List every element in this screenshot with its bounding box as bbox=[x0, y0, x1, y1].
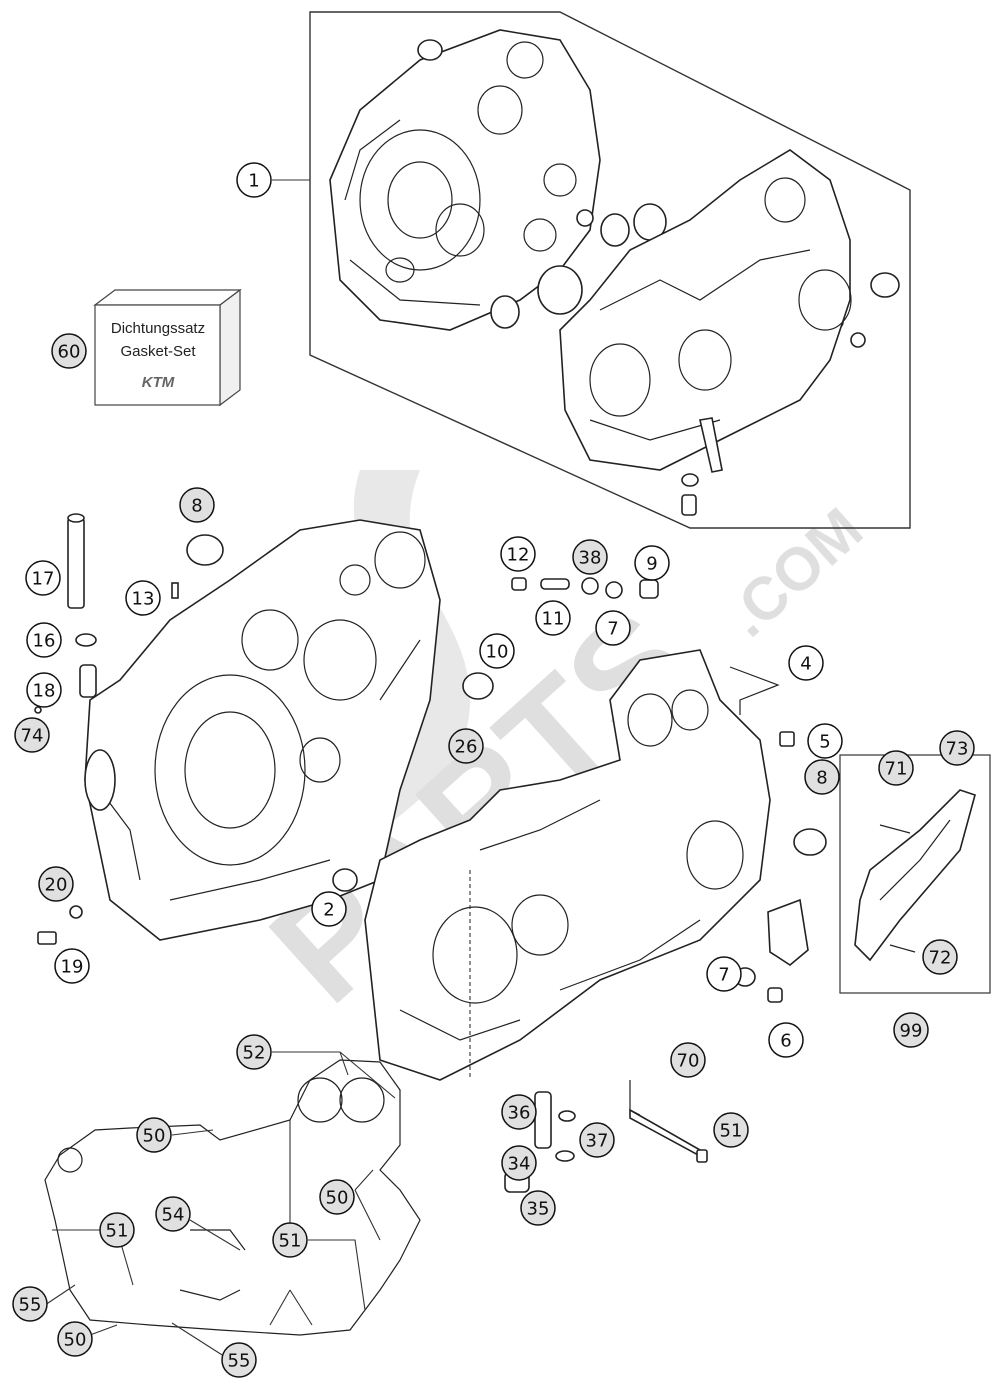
svg-text:19: 19 bbox=[61, 957, 84, 978]
crankcase-set-frame bbox=[309, 11, 911, 529]
callout-7-top: 7 bbox=[595, 610, 631, 646]
callout-73: 73 bbox=[939, 730, 975, 766]
svg-text:55: 55 bbox=[228, 1351, 251, 1372]
callout-55-left: 55 bbox=[12, 1286, 48, 1322]
svg-text:34: 34 bbox=[508, 1154, 531, 1175]
svg-text:74: 74 bbox=[21, 726, 44, 747]
svg-text:7: 7 bbox=[607, 619, 618, 640]
svg-text:70: 70 bbox=[677, 1051, 700, 1072]
callout-8-top: 8 bbox=[179, 487, 215, 523]
callout-34: 34 bbox=[501, 1145, 537, 1181]
callout-38: 38 bbox=[572, 539, 608, 575]
callout-70: 70 bbox=[670, 1042, 706, 1078]
svg-text:60: 60 bbox=[58, 342, 81, 363]
callout-52: 52 bbox=[236, 1034, 272, 1070]
gasket-set-box: Dichtungssatz Gasket-Set KTM bbox=[93, 288, 242, 407]
callout-2: 2 bbox=[311, 891, 347, 927]
watermark-suffix: .COM bbox=[714, 495, 875, 650]
callout-50-mid: 50 bbox=[319, 1179, 355, 1215]
callout-17: 17 bbox=[25, 560, 61, 596]
callout-50-top: 50 bbox=[136, 1117, 172, 1153]
svg-text:71: 71 bbox=[885, 759, 908, 780]
svg-text:37: 37 bbox=[586, 1131, 609, 1152]
svg-text:50: 50 bbox=[64, 1330, 87, 1351]
svg-text:35: 35 bbox=[527, 1199, 550, 1220]
callout-36: 36 bbox=[501, 1094, 537, 1130]
svg-text:6: 6 bbox=[780, 1031, 791, 1052]
svg-text:11: 11 bbox=[542, 609, 565, 630]
svg-text:55: 55 bbox=[19, 1295, 42, 1316]
svg-text:9: 9 bbox=[646, 554, 657, 575]
callout-11: 11 bbox=[535, 600, 571, 636]
callout-16: 16 bbox=[26, 622, 62, 658]
svg-text:26: 26 bbox=[455, 737, 478, 758]
svg-text:54: 54 bbox=[162, 1205, 185, 1226]
svg-text:5: 5 bbox=[819, 732, 830, 753]
svg-text:38: 38 bbox=[579, 548, 602, 569]
callout-51-center: 51 bbox=[272, 1222, 308, 1258]
svg-text:4: 4 bbox=[800, 654, 811, 675]
svg-text:52: 52 bbox=[243, 1043, 266, 1064]
crankcase-left bbox=[84, 519, 441, 941]
chain-guide-frame bbox=[839, 754, 991, 994]
callout-1: 1 bbox=[236, 162, 272, 198]
svg-text:51: 51 bbox=[279, 1231, 302, 1252]
svg-text:16: 16 bbox=[33, 631, 56, 652]
callout-99: 99 bbox=[893, 1012, 929, 1048]
svg-text:7: 7 bbox=[718, 965, 729, 986]
svg-text:50: 50 bbox=[143, 1126, 166, 1147]
svg-text:2: 2 bbox=[323, 900, 334, 921]
callout-12: 12 bbox=[500, 536, 536, 572]
callout-5: 5 bbox=[807, 723, 843, 759]
callout-7-bottom: 7 bbox=[706, 956, 742, 992]
svg-text:8: 8 bbox=[191, 496, 202, 517]
svg-text:50: 50 bbox=[326, 1188, 349, 1209]
callout-18: 18 bbox=[26, 672, 62, 708]
callout-71: 71 bbox=[878, 750, 914, 786]
callout-72: 72 bbox=[922, 939, 958, 975]
callout-35: 35 bbox=[520, 1190, 556, 1226]
svg-text:1: 1 bbox=[248, 171, 259, 192]
chain-guide bbox=[854, 789, 976, 962]
callout-60: 60 bbox=[51, 333, 87, 369]
callout-55-bottom: 55 bbox=[221, 1342, 257, 1378]
svg-text:51: 51 bbox=[106, 1221, 129, 1242]
svg-text:17: 17 bbox=[32, 569, 55, 590]
callout-19: 19 bbox=[54, 948, 90, 984]
callout-20: 20 bbox=[38, 866, 74, 902]
callout-74: 74 bbox=[14, 717, 50, 753]
ktm-logo: KTM bbox=[142, 374, 175, 391]
callout-50-bottom: 50 bbox=[57, 1321, 93, 1357]
callout-6: 6 bbox=[768, 1022, 804, 1058]
svg-text:10: 10 bbox=[486, 642, 509, 663]
crankcase-gasket bbox=[44, 1059, 421, 1336]
callout-54: 54 bbox=[155, 1196, 191, 1232]
callout-10: 10 bbox=[479, 633, 515, 669]
small-parts bbox=[34, 513, 827, 1193]
callout-26: 26 bbox=[448, 728, 484, 764]
svg-text:8: 8 bbox=[816, 768, 827, 789]
callout-4: 4 bbox=[788, 645, 824, 681]
svg-text:72: 72 bbox=[929, 948, 952, 969]
callout-8-right: 8 bbox=[804, 759, 840, 795]
gasket-box-title-de: Dichtungssatz bbox=[111, 320, 205, 337]
callout-9: 9 bbox=[634, 545, 670, 581]
callout-13: 13 bbox=[125, 580, 161, 616]
callout-markers: 1 60 8 17 13 16 18 74 12 38 9 11 7 10 4 … bbox=[12, 162, 975, 1378]
svg-text:99: 99 bbox=[900, 1021, 923, 1042]
crankcase-right bbox=[364, 649, 771, 1081]
callout-51-right: 51 bbox=[713, 1112, 749, 1148]
svg-text:36: 36 bbox=[508, 1103, 531, 1124]
svg-text:18: 18 bbox=[33, 681, 56, 702]
svg-text:51: 51 bbox=[720, 1121, 743, 1142]
gasket-box-title-en: Gasket-Set bbox=[120, 343, 196, 360]
svg-text:12: 12 bbox=[507, 545, 530, 566]
svg-text:73: 73 bbox=[946, 739, 969, 760]
crankcase-right-small bbox=[559, 149, 852, 516]
callout-51-left: 51 bbox=[99, 1212, 135, 1248]
callout-37: 37 bbox=[579, 1122, 615, 1158]
svg-text:20: 20 bbox=[45, 875, 68, 896]
svg-text:13: 13 bbox=[132, 589, 155, 610]
